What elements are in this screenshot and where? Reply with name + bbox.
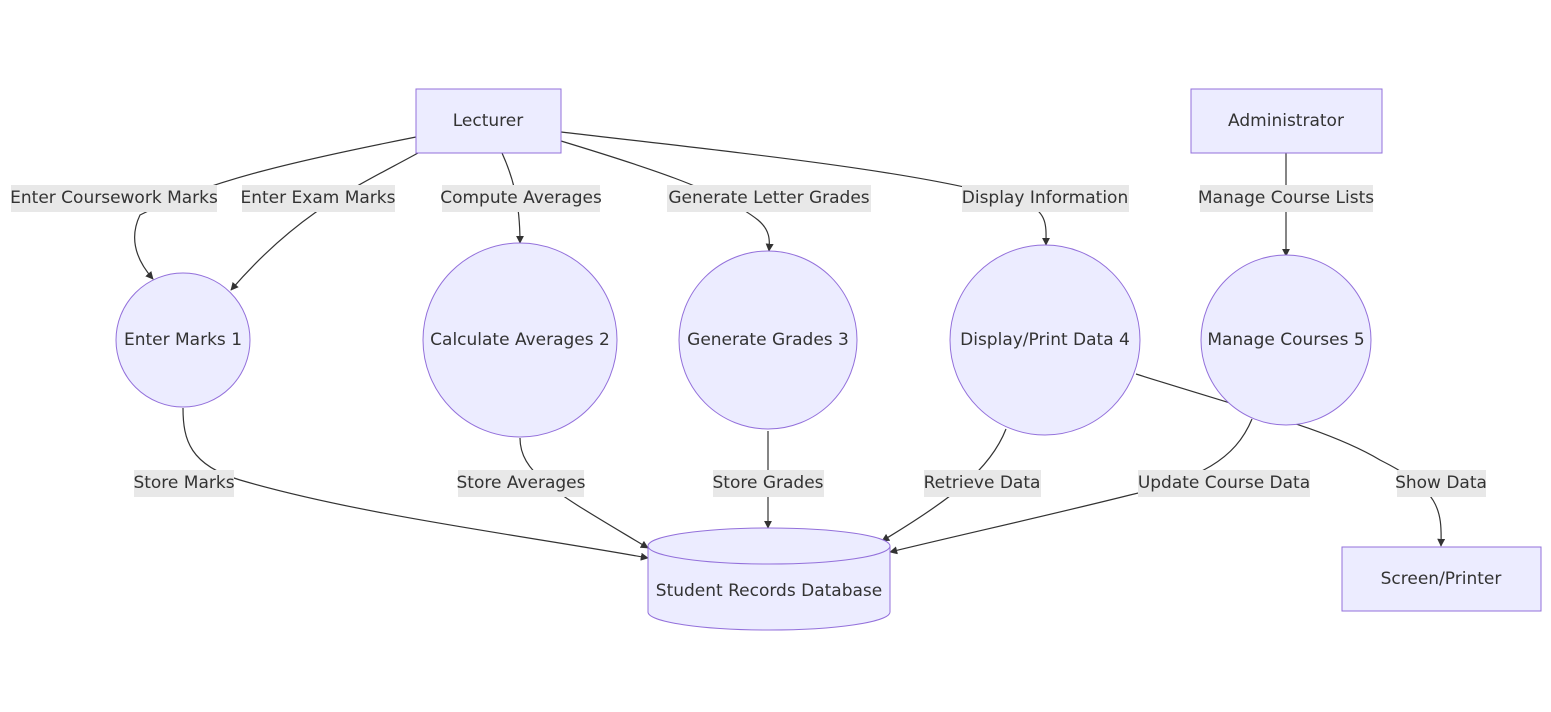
label-manage-course-lists-text: Manage Course Lists: [1198, 188, 1374, 208]
node-screen-printer[interactable]: Screen/Printer: [1341, 546, 1542, 612]
label-store-averages: Store Averages: [456, 470, 586, 497]
node-enter-marks[interactable]: Enter Marks 1: [115, 272, 251, 408]
node-lecturer-label: Lecturer: [453, 111, 523, 131]
label-update-course-data: Update Course Data: [1138, 470, 1310, 497]
label-update-course-data-text: Update Course Data: [1138, 473, 1310, 493]
edge-enter-exam: [230, 152, 419, 291]
node-database-label: Student Records Database: [656, 581, 882, 601]
label-retrieve-data-text: Retrieve Data: [924, 473, 1041, 493]
node-manage-courses-label: Manage Courses 5: [1207, 330, 1364, 350]
label-store-grades: Store Grades: [712, 470, 824, 497]
label-manage-course-lists: Manage Course Lists: [1198, 185, 1374, 212]
label-enter-coursework: Enter Coursework Marks: [10, 185, 218, 212]
edge-display-information: [560, 131, 1051, 246]
label-display-information-text: Display Information: [962, 188, 1128, 208]
label-enter-exam-text: Enter Exam Marks: [241, 188, 396, 208]
label-show-data-text: Show Data: [1395, 473, 1487, 493]
label-generate-letter-grades-text: Generate Letter Grades: [668, 188, 869, 208]
edge-update-course-data: [889, 418, 1253, 555]
node-calculate-averages[interactable]: Calculate Averages 2: [422, 242, 618, 438]
label-enter-coursework-text: Enter Coursework Marks: [10, 188, 218, 208]
label-store-grades-text: Store Grades: [712, 473, 823, 493]
node-screen-printer-label: Screen/Printer: [1381, 569, 1502, 589]
node-lecturer[interactable]: Lecturer: [415, 88, 562, 154]
label-store-averages-text: Store Averages: [456, 473, 585, 493]
label-show-data: Show Data: [1395, 470, 1487, 497]
node-generate-grades[interactable]: Generate Grades 3: [678, 250, 858, 430]
label-display-information: Display Information: [962, 185, 1129, 212]
node-calculate-averages-label: Calculate Averages 2: [430, 330, 610, 350]
label-compute-averages: Compute Averages: [440, 185, 602, 212]
node-display-print-label: Display/Print Data 4: [960, 330, 1130, 350]
node-display-print[interactable]: Display/Print Data 4: [949, 244, 1141, 436]
label-store-marks: Store Marks: [133, 470, 235, 497]
label-retrieve-data: Retrieve Data: [924, 470, 1041, 497]
node-administrator-label: Administrator: [1228, 111, 1344, 131]
node-administrator[interactable]: Administrator: [1190, 88, 1383, 154]
label-enter-exam: Enter Exam Marks: [241, 185, 396, 212]
node-manage-courses[interactable]: Manage Courses 5: [1200, 254, 1372, 426]
edge-store-marks: [182, 407, 649, 561]
label-generate-letter-grades: Generate Letter Grades: [667, 185, 871, 212]
edge-labels: Enter Coursework Marks Enter Exam Marks …: [10, 185, 1487, 497]
label-store-marks-text: Store Marks: [133, 473, 234, 493]
node-generate-grades-label: Generate Grades 3: [687, 330, 849, 350]
edge-show-data: [1135, 373, 1446, 547]
nodes: Lecturer Administrator Enter Marks 1 Cal…: [115, 88, 1542, 631]
node-enter-marks-label: Enter Marks 1: [124, 330, 242, 350]
label-compute-averages-text: Compute Averages: [440, 188, 602, 208]
edges: [134, 131, 1446, 561]
node-database[interactable]: Student Records Database: [647, 527, 891, 631]
